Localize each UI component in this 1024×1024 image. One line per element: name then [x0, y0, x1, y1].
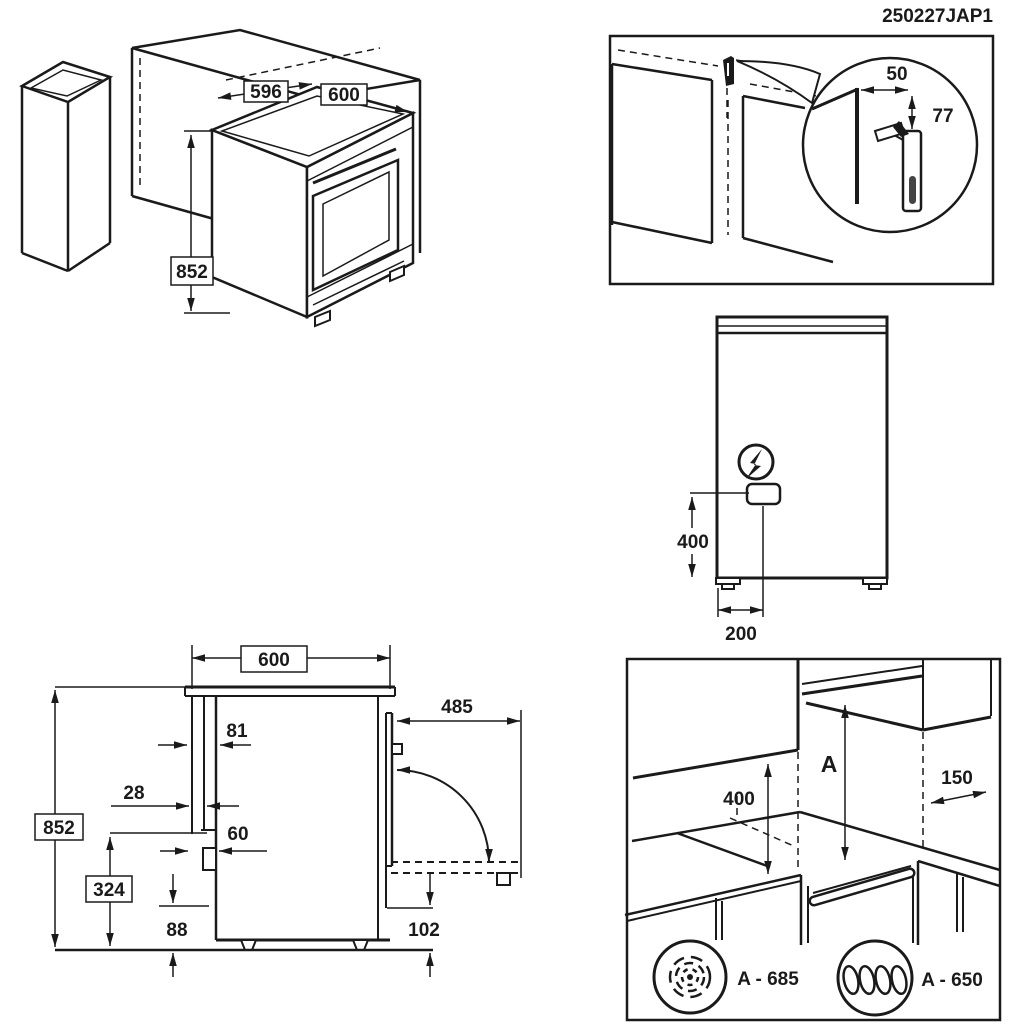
dim-rear-gap: 28 — [123, 783, 144, 804]
door-latch — [391, 743, 403, 755]
wall-bracket-small — [723, 56, 734, 86]
clearance-panel: 400 A 150 A - 685 A - 650 — [624, 657, 1002, 1022]
electric-connection-icon — [737, 443, 775, 481]
dim-box-596 — [243, 80, 289, 103]
rear-dimensions: 400 200 — [675, 492, 764, 645]
dim-rear-lower-depth: 60 — [227, 824, 248, 845]
dim-worktop-clearance: 400 — [723, 789, 755, 810]
side-view-dimensions: 600 852 81 28 60 324 88 1 — [34, 645, 522, 977]
dim-open-door-depth: 485 — [441, 697, 473, 718]
cooker-foot — [314, 309, 331, 328]
cooker-foot — [389, 264, 405, 283]
dim-side-distance: 150 — [941, 768, 973, 789]
panel-border — [608, 34, 995, 286]
clearance-dimensions: 400 A 150 — [723, 705, 987, 874]
dim-box-324 — [85, 875, 133, 903]
open-door — [391, 766, 522, 886]
dim-connection-height: 400 — [677, 532, 709, 553]
magnifier-circle — [801, 56, 979, 234]
terminal-box — [745, 482, 782, 506]
fan-oven-icon — [652, 939, 728, 1015]
bracket-detail-panel: 50 77 — [608, 34, 995, 286]
bracket-slot — [909, 176, 916, 204]
dim-top-offset: 77 — [932, 106, 953, 127]
cooker-isometric — [208, 85, 417, 328]
rear-view-panel: 400 200 — [675, 315, 889, 645]
appliance-back — [715, 315, 889, 580]
dim-box-600 — [240, 645, 308, 673]
bracket-screw — [873, 121, 909, 143]
left-cabinet — [19, 60, 114, 273]
dim-height: 852 — [43, 818, 75, 839]
dim-top-width: 600 — [328, 85, 360, 106]
clearance-legend: A - 685 A - 650 — [652, 939, 983, 1017]
dim-side-offset: 50 — [886, 64, 907, 85]
wall-bracket — [895, 126, 923, 213]
rear-feet — [715, 577, 888, 590]
dim-box-852 — [34, 813, 84, 841]
foot — [351, 939, 370, 951]
legend-coil-label: A - 650 — [921, 970, 983, 991]
legend-fan-label: A - 685 — [737, 969, 799, 990]
dim-box-600 — [320, 83, 368, 106]
door-handle-open — [496, 872, 511, 886]
panel-border — [625, 657, 1002, 1022]
dim-width: 600 — [258, 650, 290, 671]
iso-overview-panel: 596 600 852 — [19, 28, 422, 328]
dim-lower-rear-height: 324 — [93, 880, 125, 901]
rear-spacer-block — [202, 847, 217, 871]
clearance-scene — [624, 660, 1001, 945]
oven-door — [311, 158, 400, 292]
foot — [239, 939, 258, 951]
dim-front-clearance: 102 — [408, 920, 440, 941]
dim-height: 852 — [176, 262, 208, 283]
dim-gap-width: 596 — [250, 82, 282, 103]
side-view-panel: 600 852 81 28 60 324 88 1 — [34, 645, 522, 977]
dim-rear-top-depth: 81 — [226, 721, 248, 742]
iso-dimensions: 596 600 852 — [170, 80, 409, 314]
side-view-body — [55, 685, 433, 952]
cooker-front — [807, 865, 916, 943]
oven-window — [322, 170, 390, 278]
magnifier-pointer — [736, 60, 822, 105]
document-code: 250227JAP1 — [882, 6, 993, 27]
coil-oven-icon — [836, 939, 914, 1017]
rear-cabinet — [130, 28, 422, 253]
dim-box-400 — [675, 528, 711, 554]
dim-connection-offset: 200 — [725, 624, 757, 645]
dim-rear-clearance: 88 — [166, 920, 187, 941]
dim-hood-clearance: A — [821, 751, 838, 777]
dim-box-852 — [170, 256, 214, 286]
bracket-detail-content: 50 77 — [811, 64, 954, 213]
detail-cabinets — [610, 49, 851, 264]
